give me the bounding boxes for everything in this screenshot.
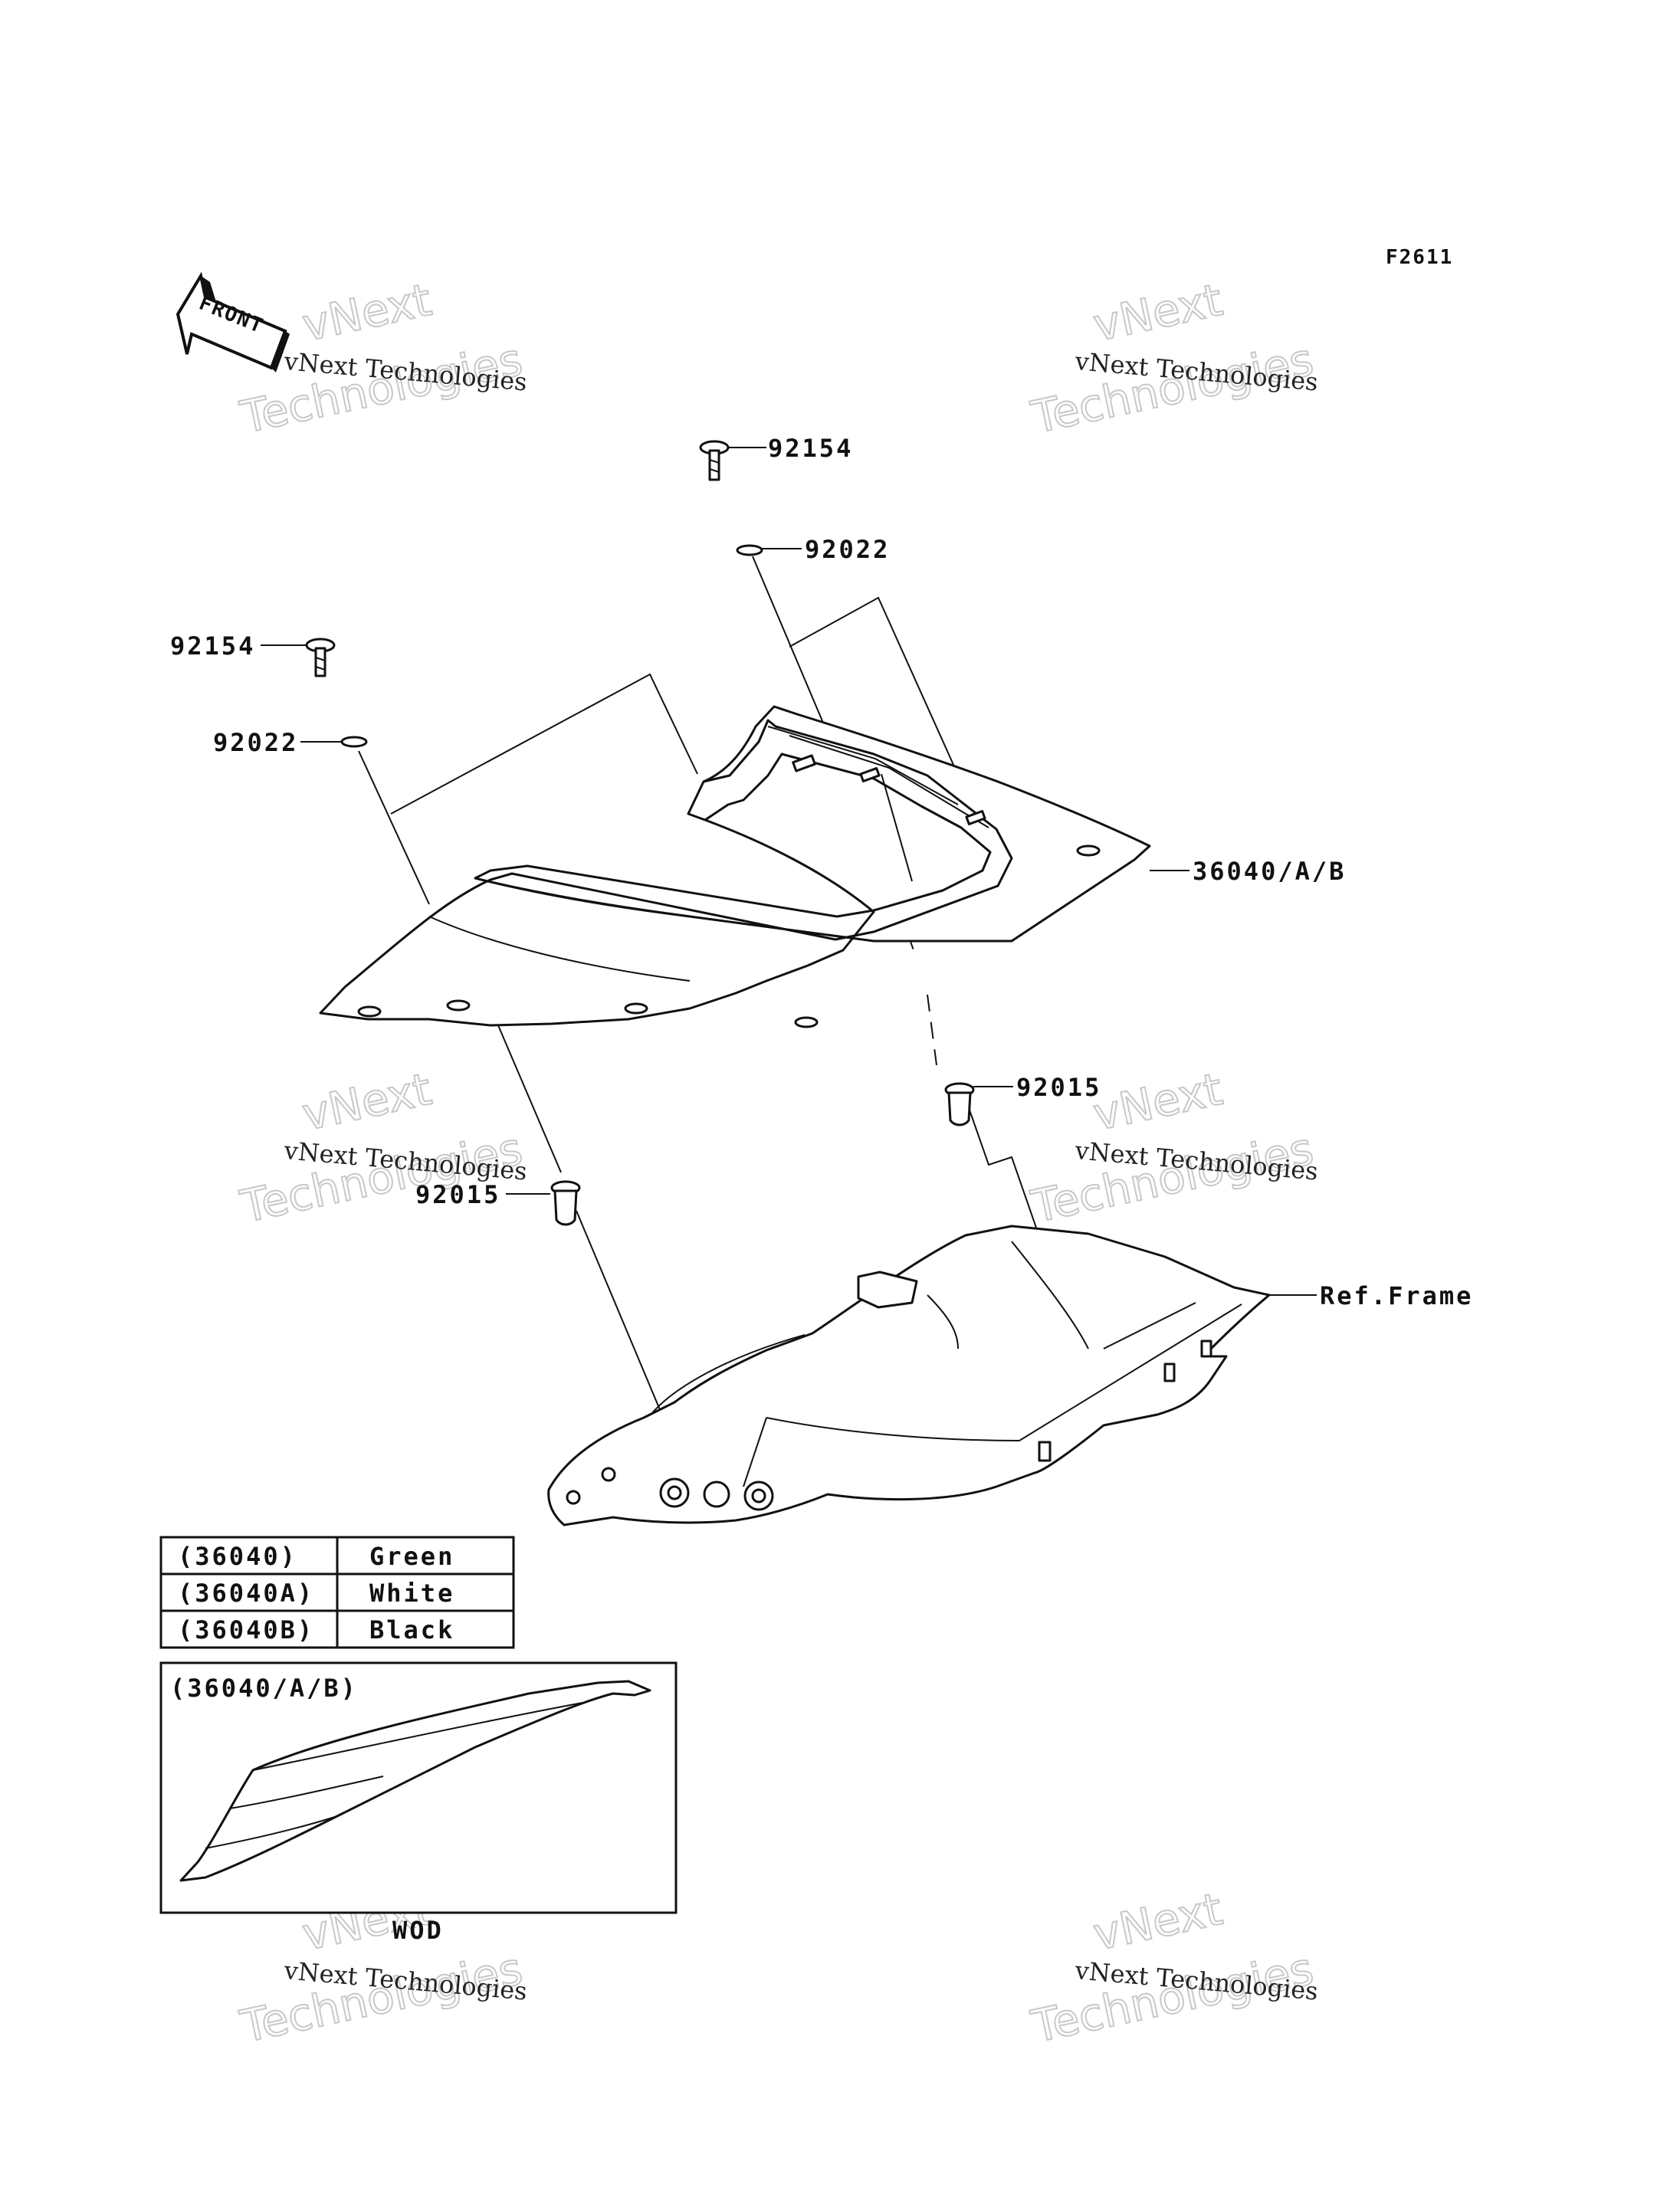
table-color-1: White: [369, 1579, 454, 1608]
front-arrow-icon: FRONT: [176, 271, 290, 372]
callout-92015-left: 92015: [415, 1180, 500, 1209]
watermark-top-right: vNext Technologies vNext Technologies: [1026, 273, 1319, 444]
bolt-92154-right[interactable]: [699, 440, 730, 481]
collar-92015-right[interactable]: [944, 1082, 975, 1126]
callout-92022-left: 92022: [213, 728, 298, 757]
inset-caption: WOD: [392, 1916, 444, 1945]
callout-92154-right: 92154: [768, 434, 853, 463]
callout-36040: 36040/A/B: [1193, 857, 1346, 886]
table-part-1: (36040A): [178, 1579, 314, 1608]
inset-panel: (36040/A/B) WOD: [159, 1661, 678, 1945]
table-part-0: (36040): [178, 1542, 297, 1571]
rear-frame-reference: [547, 1225, 1271, 1526]
svg-text:vNext: vNext: [1089, 1063, 1227, 1141]
table-part-2: (36040B): [178, 1615, 314, 1644]
collar-92015-left[interactable]: [550, 1180, 581, 1226]
callout-92154-left: 92154: [170, 631, 255, 661]
seat-cover-36040[interactable]: [319, 705, 1151, 1028]
callout-ref-frame: Ref.Frame: [1320, 1281, 1473, 1310]
callout-92022-right: 92022: [805, 535, 890, 564]
figure-code: F2611: [1386, 246, 1453, 269]
washer-92022-right[interactable]: [736, 544, 763, 556]
bolt-92154-left[interactable]: [305, 638, 336, 677]
color-table: (36040) Green (36040A) White (36040B) Bl…: [159, 1536, 515, 1649]
table-color-2: Black: [369, 1615, 454, 1644]
svg-text:vNext: vNext: [298, 274, 436, 352]
svg-text:vNext: vNext: [298, 1063, 436, 1141]
callout-92015-right: 92015: [1016, 1073, 1101, 1102]
watermark-bottom-right: vNext Technologies vNext Technologies: [1026, 1882, 1319, 2054]
svg-text:vNext: vNext: [1089, 1883, 1227, 1961]
svg-text:vNext: vNext: [1089, 274, 1227, 352]
washer-92022-left[interactable]: [340, 736, 368, 748]
table-color-0: Green: [369, 1542, 454, 1571]
inset-title: (36040/A/B): [170, 1674, 358, 1703]
